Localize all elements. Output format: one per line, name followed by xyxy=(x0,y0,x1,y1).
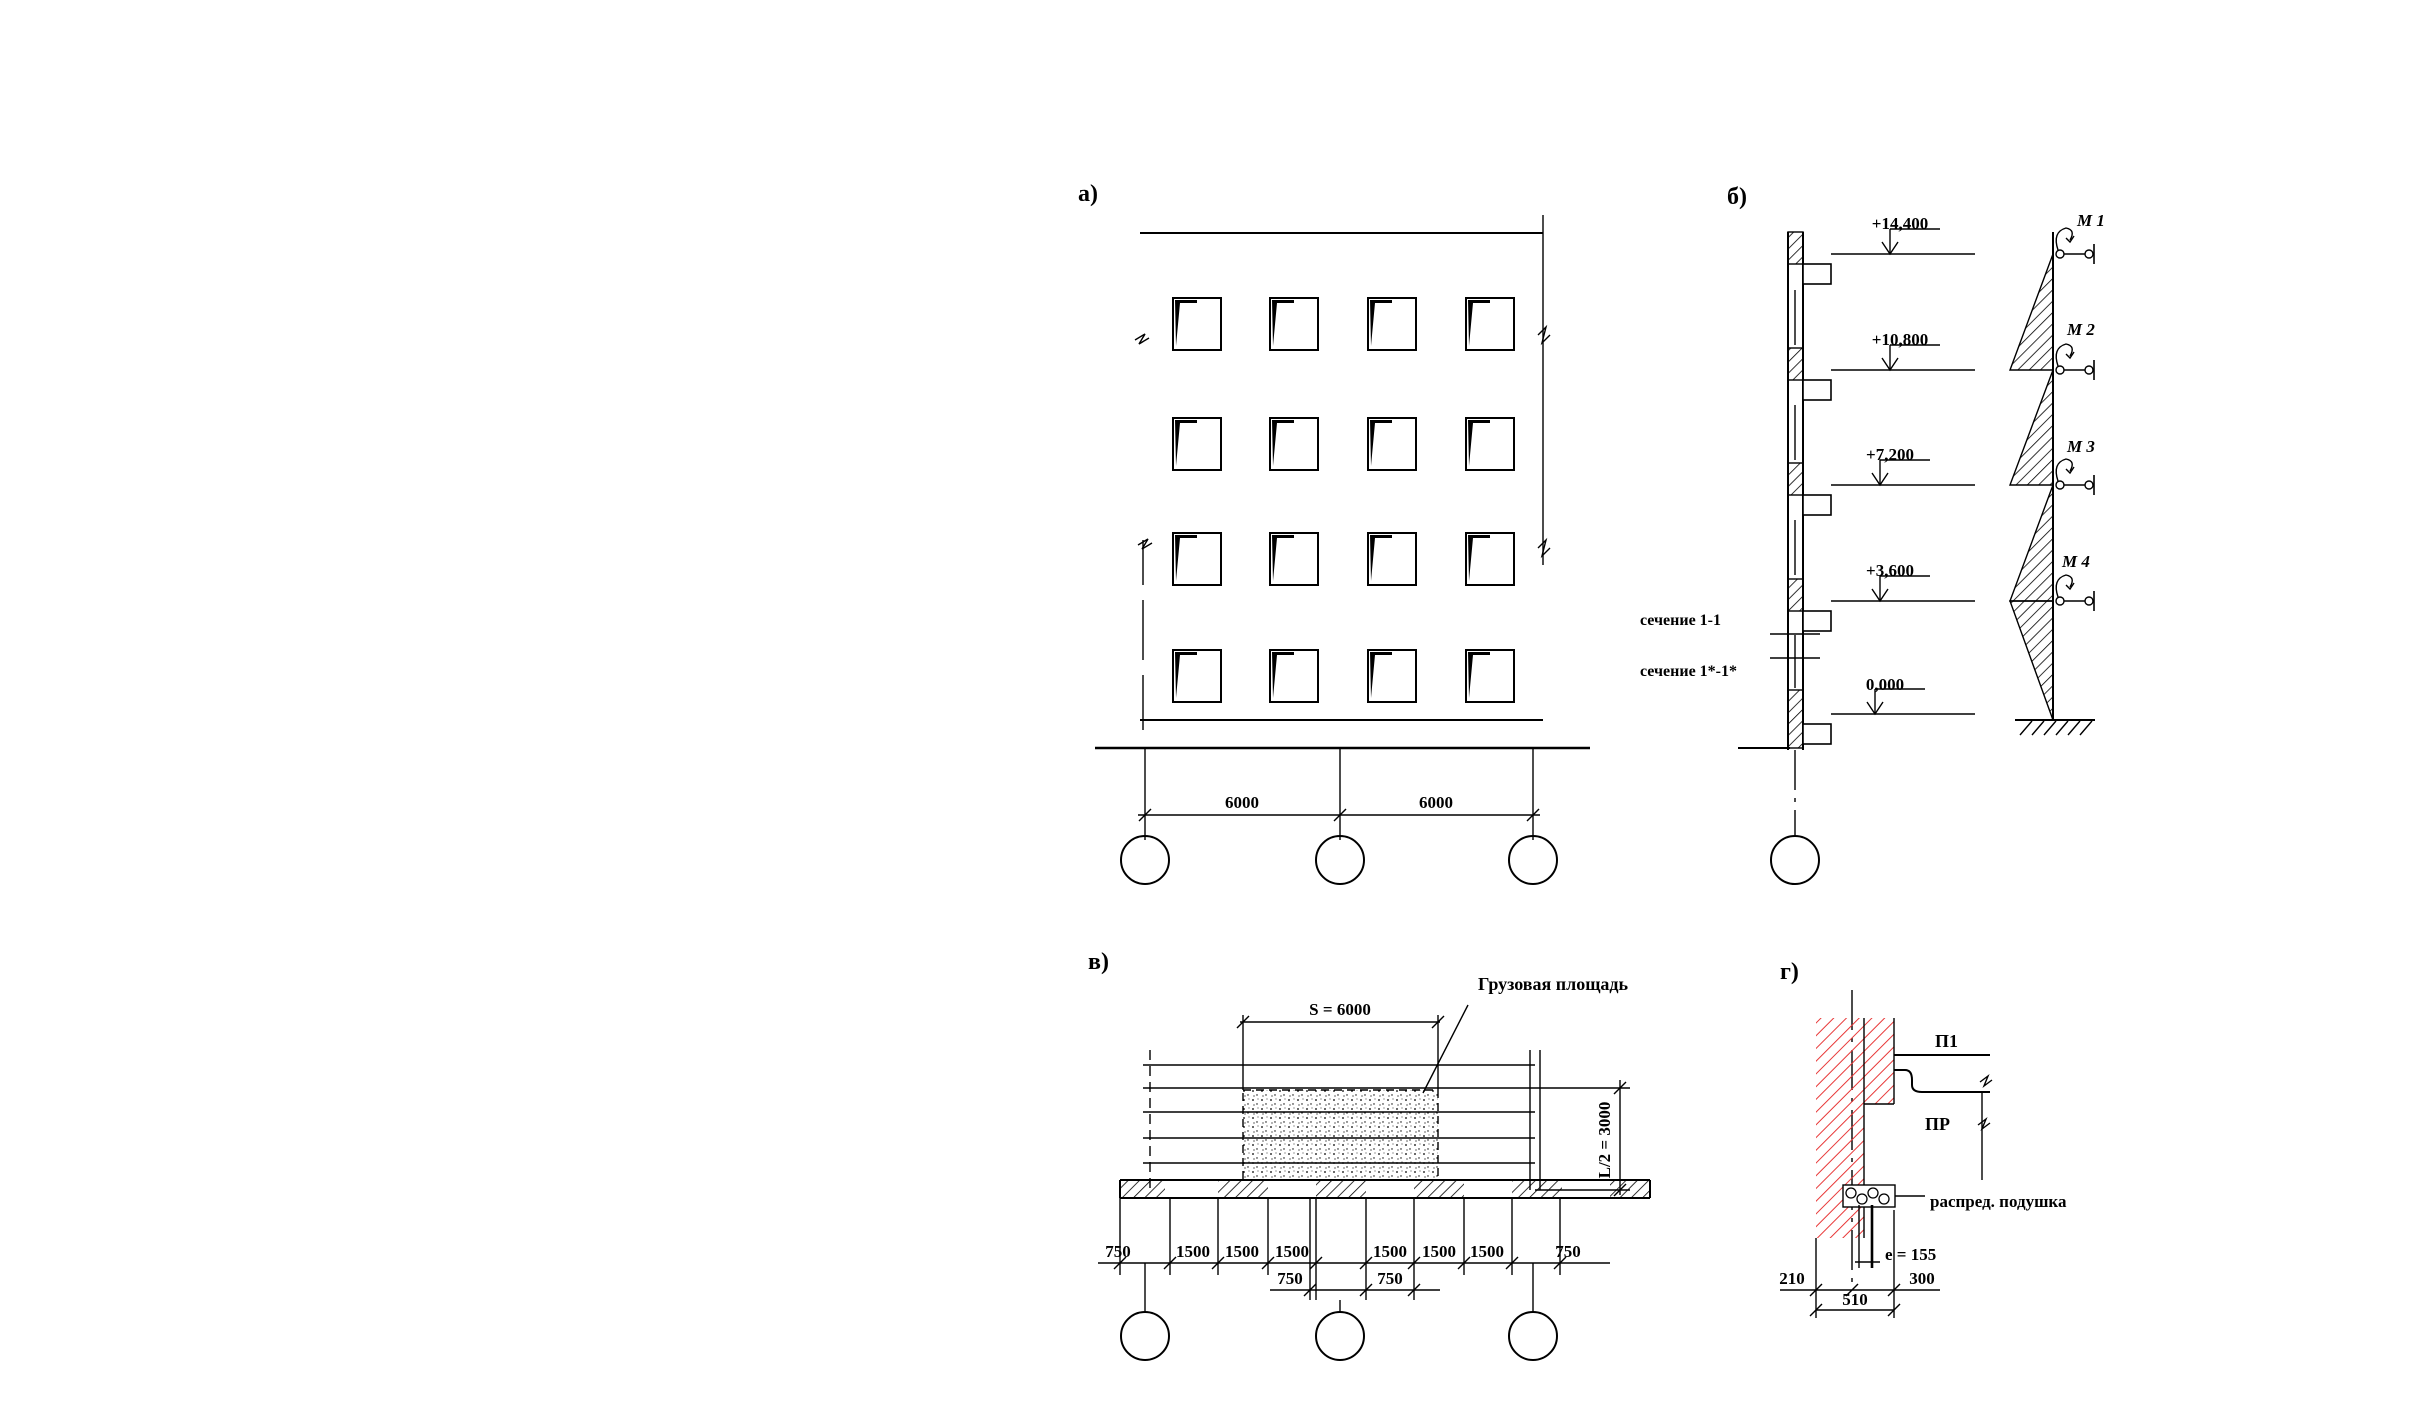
dim-v-6: 1500 xyxy=(1422,1242,1456,1261)
dim-a-1: 6000 xyxy=(1225,793,1259,812)
axis-bubble xyxy=(1120,835,1170,885)
level-0000: 0,000 xyxy=(1866,675,1904,694)
dim-a-2: 6000 xyxy=(1419,793,1453,812)
section-1star: сечение 1*-1* xyxy=(1640,663,1737,680)
section-1-1: сечение 1-1 xyxy=(1640,612,1721,629)
window xyxy=(1269,417,1319,471)
hinge-support xyxy=(2055,458,2095,495)
hinge-support xyxy=(2055,574,2095,611)
load-area xyxy=(1242,1089,1439,1181)
dim-g-210: 210 xyxy=(1779,1269,1805,1288)
panel-g-label: г) xyxy=(1780,959,1799,985)
window xyxy=(1172,649,1222,703)
dim-v-3: 1500 xyxy=(1225,1242,1259,1261)
dim-v-4: 1500 xyxy=(1275,1242,1309,1261)
level-10800: +10,800 xyxy=(1872,330,1928,349)
window xyxy=(1367,297,1417,351)
panel-v-label: в) xyxy=(1088,949,1109,975)
cushion-label: распред. подушка xyxy=(1930,1192,2067,1211)
span-label: S = 6000 xyxy=(1309,1000,1371,1019)
dim-v-7: 1500 xyxy=(1470,1242,1504,1261)
window xyxy=(1269,649,1319,703)
panel-g-detail: г) П1 ПР распред. подушка е = 155 xyxy=(1779,959,2067,1318)
p1-label: П1 xyxy=(1935,1031,1958,1051)
panel-v-plan: в) Грузовая площадь S = 6000 L/2 = 3000 xyxy=(1088,949,1651,1361)
level-14400: +14,400 xyxy=(1872,214,1928,233)
axis-bubble xyxy=(1120,1311,1170,1361)
window xyxy=(1367,532,1417,586)
window xyxy=(1269,532,1319,586)
window xyxy=(1465,532,1515,586)
level-7200: +7,200 xyxy=(1866,445,1914,464)
hinge-support xyxy=(2055,227,2095,264)
load-area-label: Грузовая площадь xyxy=(1478,974,1629,994)
dim-v-10: 750 xyxy=(1377,1269,1403,1288)
eccentricity-label: е = 155 xyxy=(1885,1245,1936,1264)
axis-bubble xyxy=(1508,1311,1558,1361)
window xyxy=(1172,417,1222,471)
axis-bubble xyxy=(1315,1311,1365,1361)
moment-m1: M 1 xyxy=(2076,211,2105,230)
dim-v-8: 750 xyxy=(1555,1242,1581,1261)
panel-b-section: б) +14,400 +10,800 +7,200 +3,600 0,000 xyxy=(1640,184,2105,885)
panel-b-label: б) xyxy=(1727,184,1747,210)
window xyxy=(1465,649,1515,703)
panel-a-label: а) xyxy=(1078,181,1098,207)
dim-g-510: 510 xyxy=(1842,1290,1868,1309)
hinge-support xyxy=(2055,343,2095,380)
window xyxy=(1465,417,1515,471)
dim-v-5: 1500 xyxy=(1373,1242,1407,1261)
panel-a-elevation: а) 6000 6000 xyxy=(1078,181,1590,885)
axis-bubble xyxy=(1315,835,1365,885)
pr-label: ПР xyxy=(1925,1114,1950,1134)
level-3600: +3,600 xyxy=(1866,561,1914,580)
window xyxy=(1269,297,1319,351)
moment-m2: M 2 xyxy=(2066,320,2095,339)
dim-v-2: 1500 xyxy=(1176,1242,1210,1261)
dim-v-1: 750 xyxy=(1105,1242,1131,1261)
moment-diagram: M 1 M 2 M 3 M 4 xyxy=(2008,211,2105,736)
moment-m4: M 4 xyxy=(2061,552,2090,571)
window xyxy=(1465,297,1515,351)
dim-g-300: 300 xyxy=(1909,1269,1935,1288)
window xyxy=(1367,649,1417,703)
half-span-label: L/2 = 3000 xyxy=(1595,1102,1614,1179)
window-grid xyxy=(1172,297,1515,703)
window xyxy=(1172,532,1222,586)
moment-m3: M 3 xyxy=(2066,437,2095,456)
axis-bubble xyxy=(1508,835,1558,885)
window xyxy=(1172,297,1222,351)
axis-bubble xyxy=(1770,835,1820,885)
window xyxy=(1367,417,1417,471)
dim-v-9: 750 xyxy=(1277,1269,1303,1288)
